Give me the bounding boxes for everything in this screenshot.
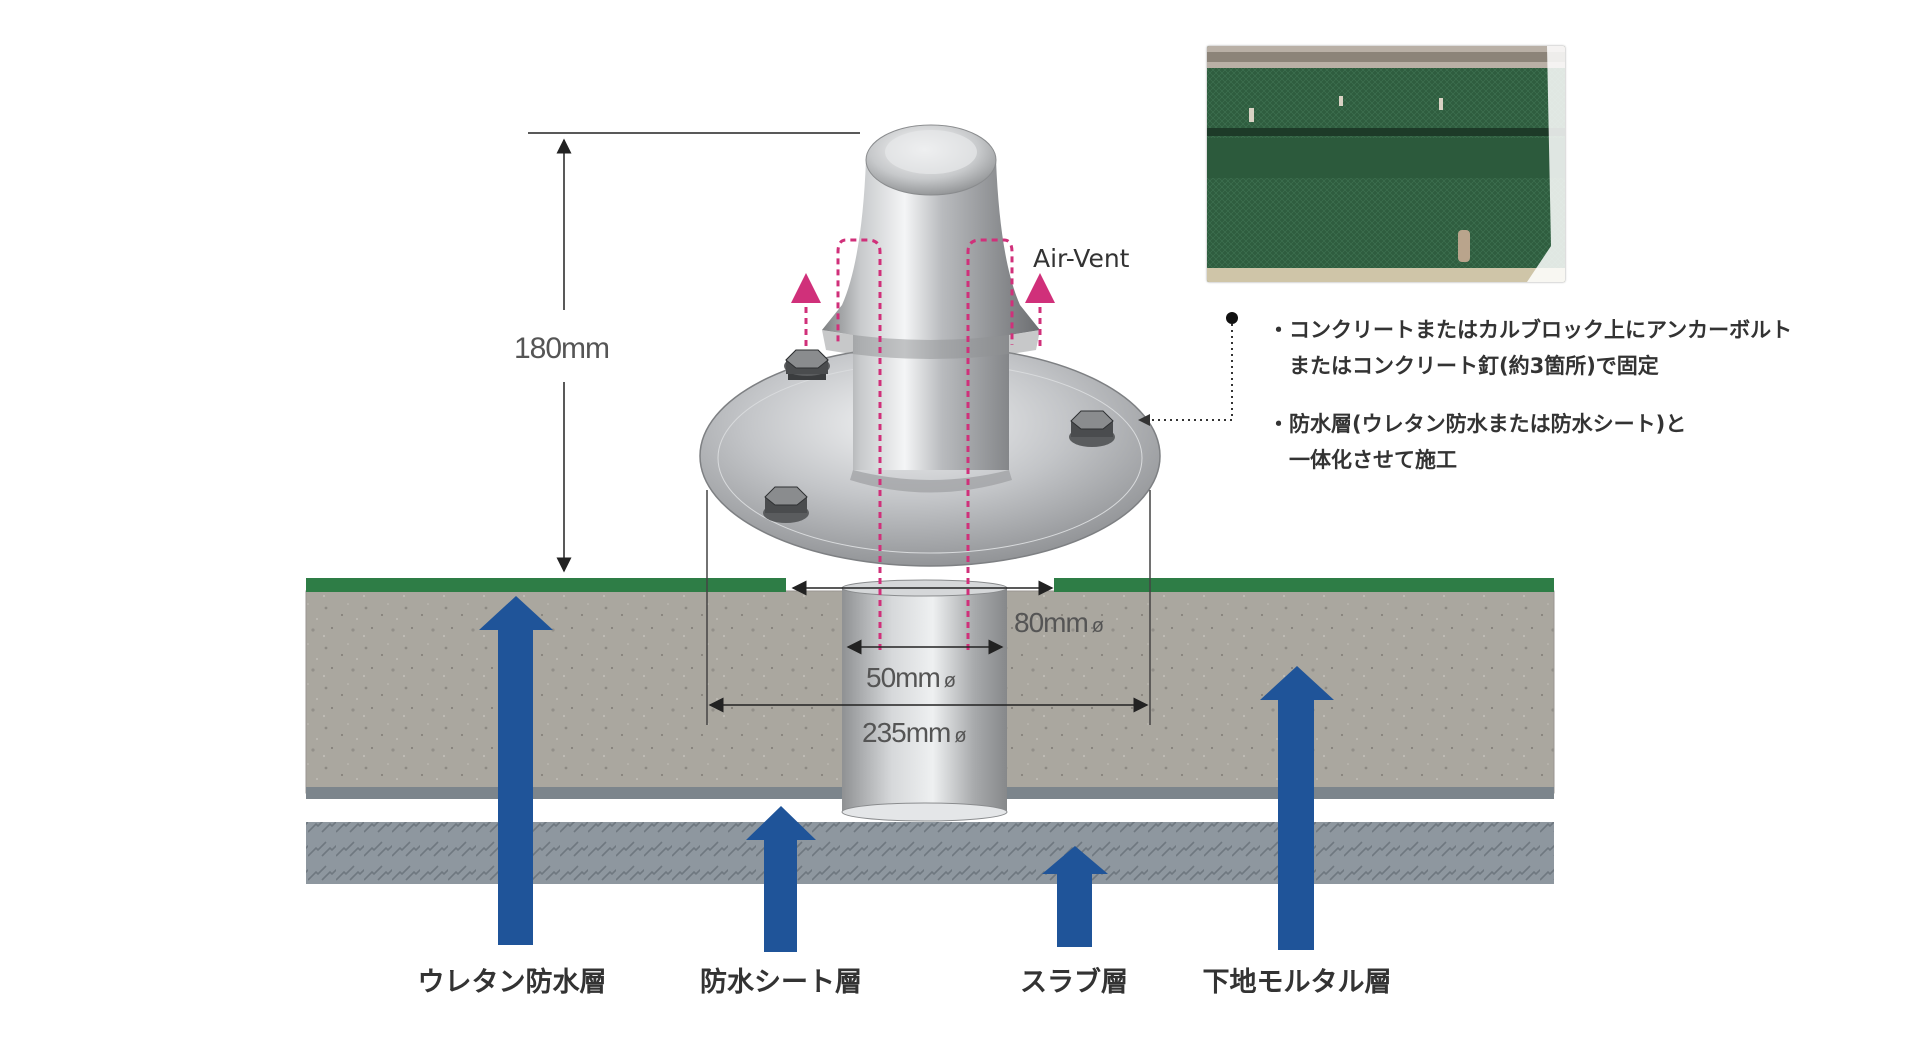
- airflow-paths: [791, 238, 1055, 650]
- note-anchor-line-2: またはコンクリート釘(約3箇所)で固定: [1268, 354, 1659, 378]
- anchor-bolt-right: [1069, 410, 1115, 447]
- callout-leader: [1138, 312, 1238, 426]
- arrow-urethane: [479, 596, 553, 945]
- label-mortar-layer: 下地モルタル層: [1202, 967, 1392, 998]
- arrow-sheet: [746, 806, 816, 952]
- base-value: 235mm: [862, 717, 950, 748]
- base-diameter-symbol: ø: [954, 725, 966, 747]
- vent-pipe: [841, 579, 1008, 822]
- arrow-mortar: [1260, 666, 1334, 950]
- installation-photo: [1207, 46, 1565, 282]
- gap-value: 80mm: [1014, 607, 1088, 638]
- pipe-value: 50mm: [866, 662, 940, 693]
- note-anchor: ・コンクリートまたはカルブロック上にアンカーボルト またはコンクリート釘(約3箇…: [1268, 312, 1792, 384]
- note-waterproof: ・防水層(ウレタン防水または防水シート)と 一体化させて施工: [1268, 406, 1686, 478]
- anchor-bolt-left-top: [784, 349, 830, 380]
- label-slab-layer: スラブ層: [1020, 967, 1128, 998]
- label-urethane-layer: ウレタン防水層: [417, 967, 607, 998]
- layer-arrows: [479, 596, 1334, 952]
- note-anchor-line-1: ・コンクリートまたはカルブロック上にアンカーボルト: [1268, 318, 1793, 342]
- waterproof-layer-left: [306, 578, 786, 592]
- installation-photo-image: [1207, 46, 1565, 282]
- arrow-slab: [1042, 846, 1108, 947]
- vent-cone: [822, 124, 1040, 493]
- note-waterproof-line-1: ・防水層(ウレタン防水または防水シート)と: [1268, 412, 1687, 436]
- note-waterproof-line-2: 一体化させて施工: [1268, 448, 1457, 472]
- base-extension-lines: [706, 490, 1151, 725]
- slab-layer: [306, 822, 1554, 884]
- height-label: 180mm: [514, 332, 609, 365]
- anchor-bolt-left-bottom: [763, 486, 809, 523]
- label-sheet-layer: 防水シート層: [700, 967, 862, 998]
- gap-diameter-symbol: ø: [1092, 615, 1104, 637]
- airvent-label: Air-Vent: [1033, 244, 1130, 273]
- pipe-diameter-symbol: ø: [944, 670, 956, 692]
- height-dimension: [528, 132, 860, 573]
- waterproof-layer-right: [1054, 578, 1554, 592]
